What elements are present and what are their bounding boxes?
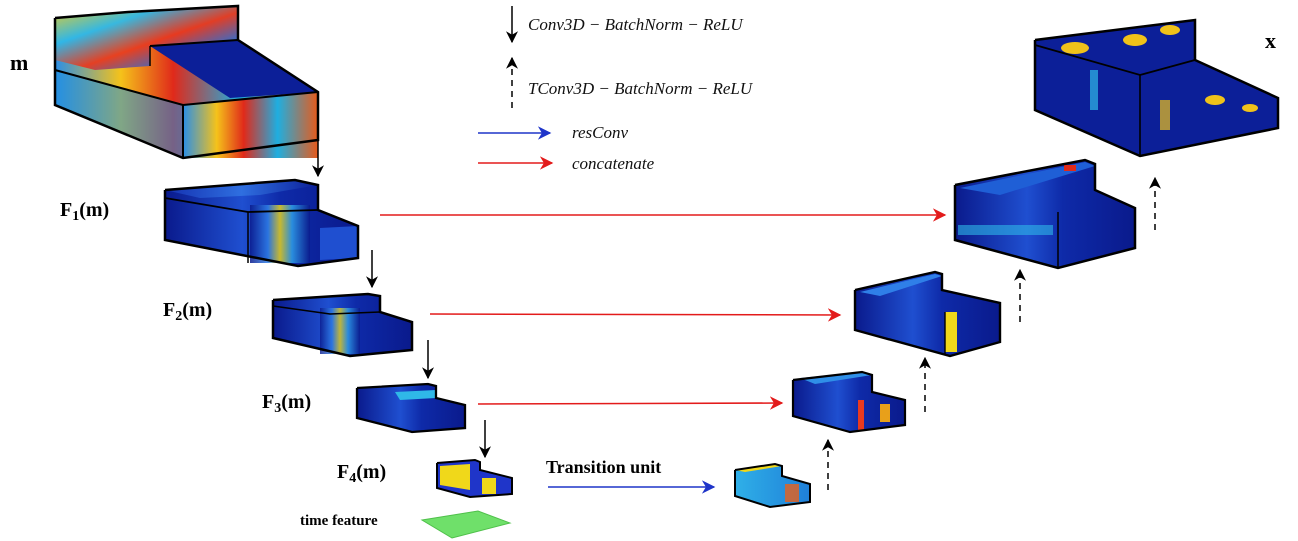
f1-label: F1(m): [60, 199, 110, 224]
output-label: x: [1265, 28, 1276, 53]
f2-label: F2(m): [163, 299, 213, 324]
f4-label: F4(m): [337, 461, 387, 486]
feature-volume-f2: [271, 292, 414, 358]
transition-unit-label: Transition unit: [546, 457, 662, 477]
input-label: m: [10, 50, 29, 75]
feature-volume-f1: [163, 178, 360, 268]
f3-label: F3(m): [262, 391, 312, 416]
feature-volume-f4: [436, 458, 513, 499]
transition-volume: [734, 462, 811, 509]
time-feature-plane: [420, 510, 512, 539]
legend-concat-text: concatenate: [572, 154, 655, 173]
concat-arrow-3: [477, 396, 784, 410]
concat-arrow-2: [429, 308, 842, 322]
input-volume-m: [53, 4, 320, 160]
decoder-volume-1: [953, 158, 1137, 270]
legend-conv-text: Conv3D − BatchNorm − ReLU: [528, 15, 743, 34]
output-volume-x: [1033, 18, 1280, 160]
decoder-volume-2: [853, 270, 1002, 358]
legend-res-text: resConv: [572, 123, 629, 142]
time-feature-label: time feature: [300, 513, 378, 529]
legend-tconv-text: TConv3D − BatchNorm − ReLU: [528, 79, 753, 98]
decoder-volume-3: [791, 370, 907, 434]
feature-volume-f3: [355, 382, 467, 434]
